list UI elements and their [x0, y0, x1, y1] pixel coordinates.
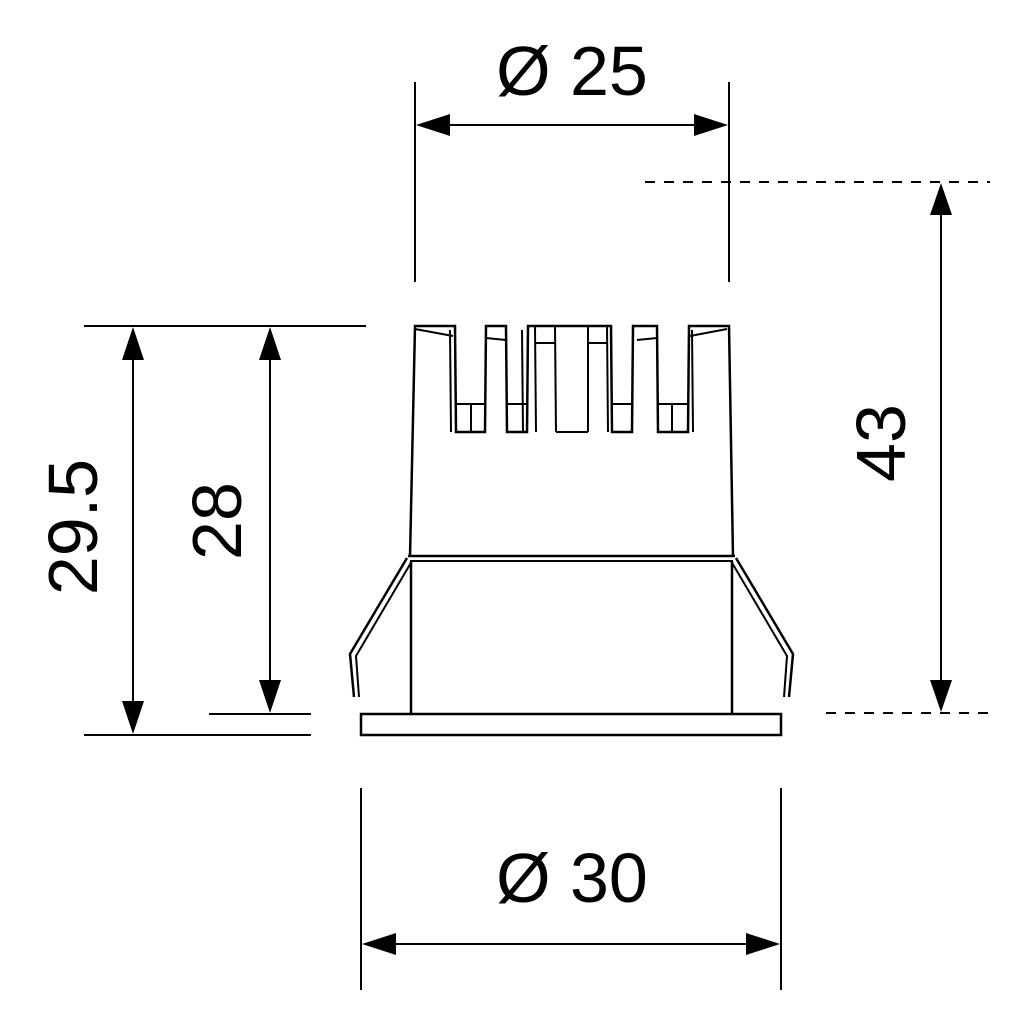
spring-clip-right — [730, 557, 795, 698]
arrowhead-right-icon — [746, 933, 780, 955]
arrowhead-top-icon — [122, 327, 144, 360]
body-height-inner-dimension: 28 — [178, 327, 311, 715]
overall-height-label: 43 — [842, 404, 920, 482]
top-diameter-dimension: Ø 25 — [414, 32, 730, 282]
arrowhead-left-icon — [362, 933, 396, 955]
luminaire-housing — [359, 554, 783, 737]
body-height-inner-label: 28 — [178, 482, 256, 560]
overall-height-dimension: 43 — [645, 181, 990, 714]
arrowhead-right-icon — [694, 114, 728, 136]
arrowhead-left-icon — [416, 114, 450, 136]
arrowhead-bottom-icon — [930, 680, 952, 712]
top-diameter-label: Ø 25 — [496, 32, 648, 110]
bottom-diameter-label: Ø 30 — [496, 839, 648, 917]
body-height-outer-label: 29.5 — [34, 459, 112, 595]
bottom-diameter-dimension: Ø 30 — [360, 788, 782, 990]
body-height-outer-dimension: 29.5 — [34, 325, 366, 736]
spring-clip-left — [348, 557, 413, 698]
luminaire-heatsink — [408, 324, 735, 558]
arrowhead-top-icon — [930, 183, 952, 215]
arrowhead-bottom-icon — [259, 680, 281, 713]
arrowhead-bottom-icon — [122, 701, 144, 734]
arrowhead-top-icon — [259, 327, 281, 360]
